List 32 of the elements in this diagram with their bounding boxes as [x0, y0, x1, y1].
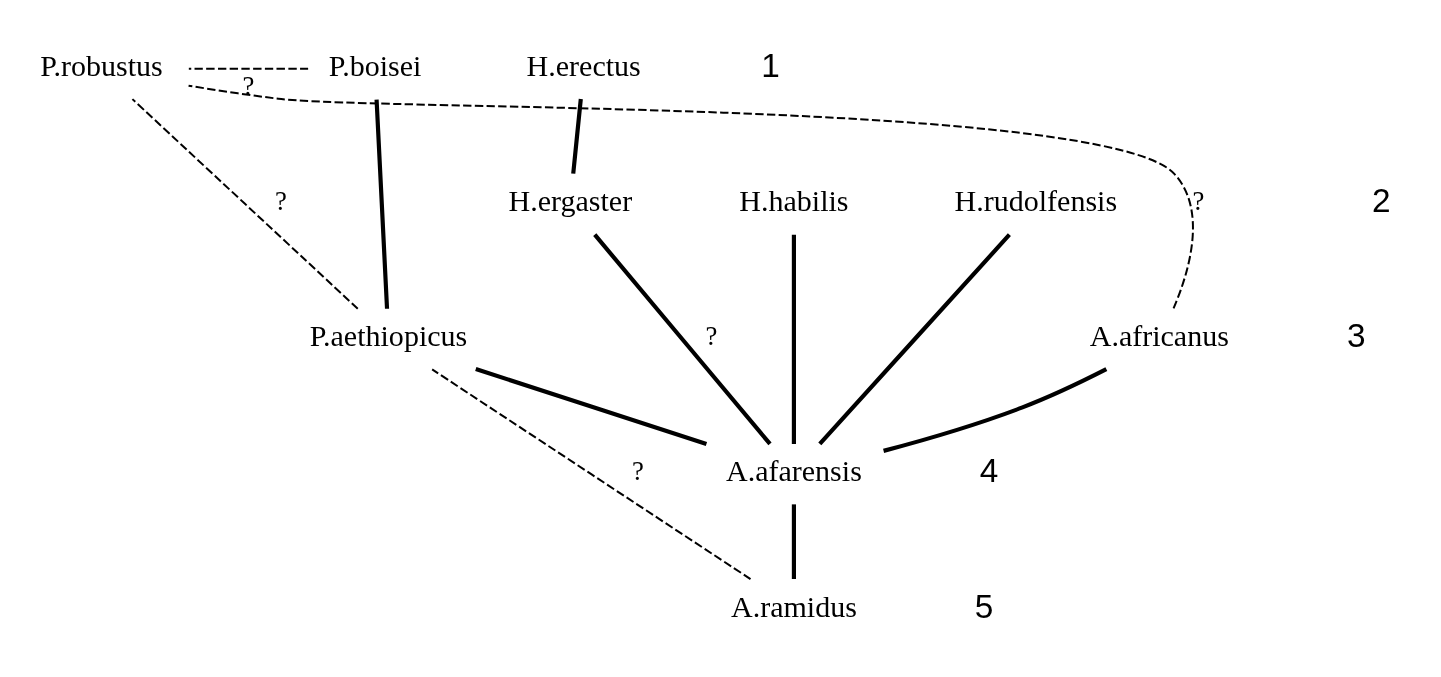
node-text: H.habilis [739, 183, 849, 217]
label: 5 [974, 587, 994, 625]
edge-label: ? [1192, 185, 1205, 216]
connector [187, 84, 1194, 309]
connector [571, 98, 583, 174]
connector [883, 366, 1108, 453]
edge-label: ? [631, 455, 644, 486]
connector [131, 97, 359, 310]
label: 3 [1346, 316, 1366, 354]
node-text: A.ramidus [730, 589, 857, 623]
label: 1 [761, 46, 780, 84]
edge-label: ? [242, 70, 255, 101]
label: 2 [1371, 181, 1391, 219]
node-text: H.erectus [526, 48, 641, 82]
node-text: H.ergaster [508, 183, 633, 217]
node-text: P.boisei [328, 48, 422, 82]
connector [431, 367, 752, 580]
connector [791, 503, 796, 579]
node-text: H.rudolfensis [954, 183, 1118, 217]
label: 4 [979, 451, 999, 489]
connector [593, 232, 772, 445]
connector [791, 234, 796, 444]
node-text: P.robustus [40, 48, 163, 82]
edge-label: ? [274, 185, 287, 216]
connector [187, 67, 310, 70]
node-text: P.aethiopicus [309, 318, 468, 352]
connector [818, 232, 1011, 445]
connector [475, 366, 708, 446]
connector [374, 98, 390, 309]
node-text: A.africanus [1089, 318, 1229, 352]
edge-label: ? [705, 320, 718, 351]
node-text: A.afarensis [725, 453, 862, 487]
